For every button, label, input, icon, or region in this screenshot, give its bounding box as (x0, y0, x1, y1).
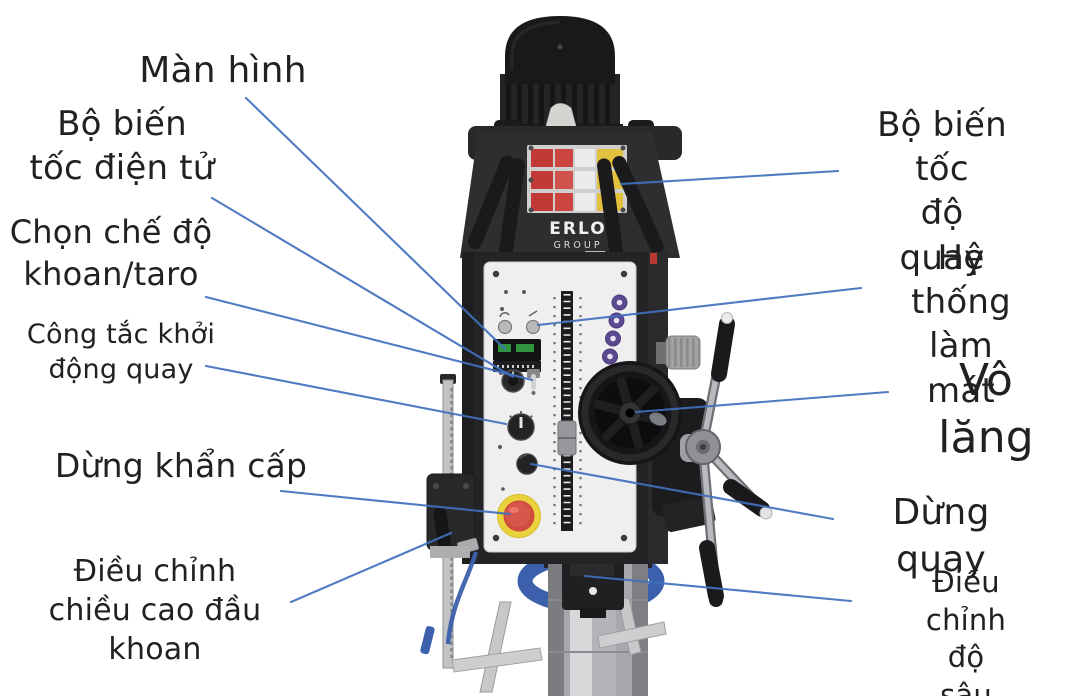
label-bo-bien-toc-dien-tu: Bộ biến tốc điện tử (29, 104, 215, 189)
aux-button (497, 319, 513, 335)
label-vo-lang: Vô lăng (938, 355, 1034, 464)
callout-line (529, 462, 835, 521)
control-panel (483, 261, 637, 553)
callout-line (634, 390, 890, 414)
height-adjust-clamp (426, 473, 479, 558)
label-dieu-chinh-do-sau: Điều chỉnh độ sâu khoan (925, 565, 1007, 696)
label-dung-quay: Dừng quay (892, 492, 990, 580)
label-man-hinh: Màn hình (139, 50, 307, 91)
cable (420, 551, 479, 655)
coolant-button (525, 319, 541, 335)
callout-line (289, 531, 453, 604)
gear-shift-levers (468, 155, 664, 258)
label-cong-tac-khoi-dong: Công tắc khởi động quay (26, 319, 216, 386)
start-rotary-switch (507, 411, 535, 441)
drill-mode-icon (499, 312, 510, 318)
table-bracket (451, 597, 667, 693)
preset-buttons (602, 294, 628, 365)
callout-line (204, 364, 508, 426)
brand-logo: ERLO GROUP (549, 219, 606, 255)
callout-line (279, 489, 512, 516)
brand-sub: GROUP (553, 240, 602, 251)
label-he-thong-lam-mat: Hệ thống làm mát (911, 238, 1011, 411)
side-feed-knob (656, 335, 701, 370)
callout-line (536, 286, 863, 327)
callout-lines (204, 96, 890, 604)
callout-line (583, 574, 853, 603)
tap-mode-icon (528, 310, 538, 317)
label-dieu-chinh-chieu-cao: Điều chỉnh chiều cao đầu khoan (48, 554, 262, 667)
stop-button (516, 453, 538, 475)
drill-tap-toggle (527, 369, 540, 395)
label-dung-khan-cap: Dừng khẩn cấp (54, 446, 308, 485)
brand-name: ERLO (549, 219, 606, 239)
callout-line (210, 196, 515, 379)
callout-line (204, 295, 534, 382)
emergency-stop-button (497, 494, 541, 538)
callout-line (244, 96, 507, 351)
callout-line (619, 169, 840, 186)
handwheel (578, 361, 682, 465)
label-chon-che-do: Chọn chế độ khoan/taro (9, 213, 213, 293)
label-bo-bien-toc-do-quay: Bộ biến tốc độ quay (877, 105, 1007, 278)
